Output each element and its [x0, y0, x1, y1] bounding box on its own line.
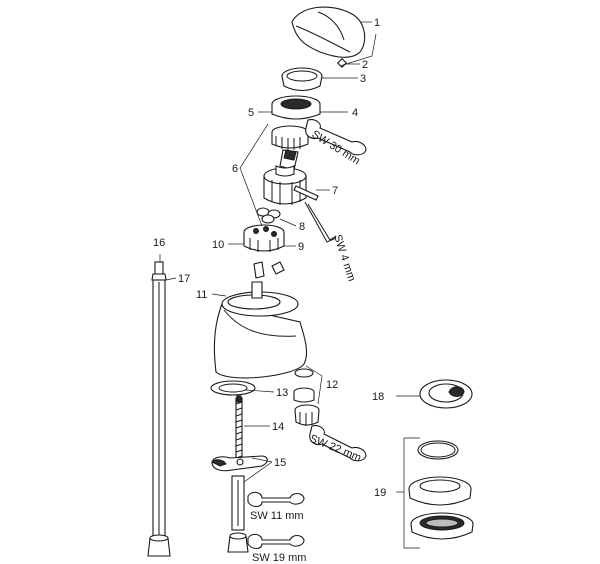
- part-label-6: 6: [232, 163, 238, 175]
- wrench-sw11: [247, 491, 305, 508]
- part-label-10: 10: [212, 239, 224, 251]
- fixing-sleeve: [227, 475, 249, 553]
- cartridge: [263, 149, 307, 205]
- base-gasket: [210, 380, 256, 396]
- leader-lines: [159, 21, 420, 549]
- drain-set: [408, 440, 474, 540]
- aerator-set: [293, 368, 320, 426]
- part-label-16: 16: [153, 237, 165, 249]
- part-label-9: 9: [298, 241, 304, 253]
- part-label-5: 5: [248, 107, 254, 119]
- cartridge-base: [243, 224, 285, 252]
- part-label-7: 7: [332, 185, 338, 197]
- part-label-4: 4: [352, 107, 358, 119]
- drain-cap: [419, 379, 473, 409]
- part-label-19: 19: [374, 487, 386, 499]
- part-label-12: 12: [326, 379, 338, 391]
- mixer-body: [213, 281, 308, 379]
- inlet-connector: [253, 261, 285, 279]
- handle-lever: [291, 6, 366, 58]
- part-label-8: 8: [299, 221, 305, 233]
- part-label-3: 3: [360, 73, 366, 85]
- wrench-sw19: [247, 533, 305, 550]
- wrench-sw22: [309, 425, 367, 462]
- label-sw4: SW 4 mm: [331, 233, 357, 283]
- small-screw: [336, 57, 348, 69]
- part-label-2: 2: [362, 59, 368, 71]
- cap-ring: [281, 67, 323, 92]
- wrench-sw30: [305, 119, 367, 156]
- seal-rings: [256, 207, 281, 224]
- fixing-clip: [211, 455, 268, 472]
- part-labels: 1 2 3 4 5 6 7 8 9 10 11 12 13 14 15 16 1…: [153, 17, 386, 499]
- label-sw19: SW 19 mm: [252, 552, 306, 564]
- part-label-18: 18: [372, 391, 384, 403]
- part-label-17: 17: [178, 273, 190, 285]
- connecting-pin: [293, 185, 319, 201]
- threaded-collar: [271, 125, 309, 150]
- flexible-hose: [147, 261, 171, 557]
- part-label-1: 1: [374, 17, 380, 29]
- part-label-14: 14: [272, 421, 284, 433]
- cartridge-nut: [271, 95, 321, 120]
- hex-key-tool: [304, 201, 337, 243]
- part-label-15: 15: [274, 457, 286, 469]
- label-sw11: SW 11 mm: [250, 510, 304, 522]
- part-label-11: 11: [196, 289, 207, 301]
- part-label-13: 13: [276, 387, 288, 399]
